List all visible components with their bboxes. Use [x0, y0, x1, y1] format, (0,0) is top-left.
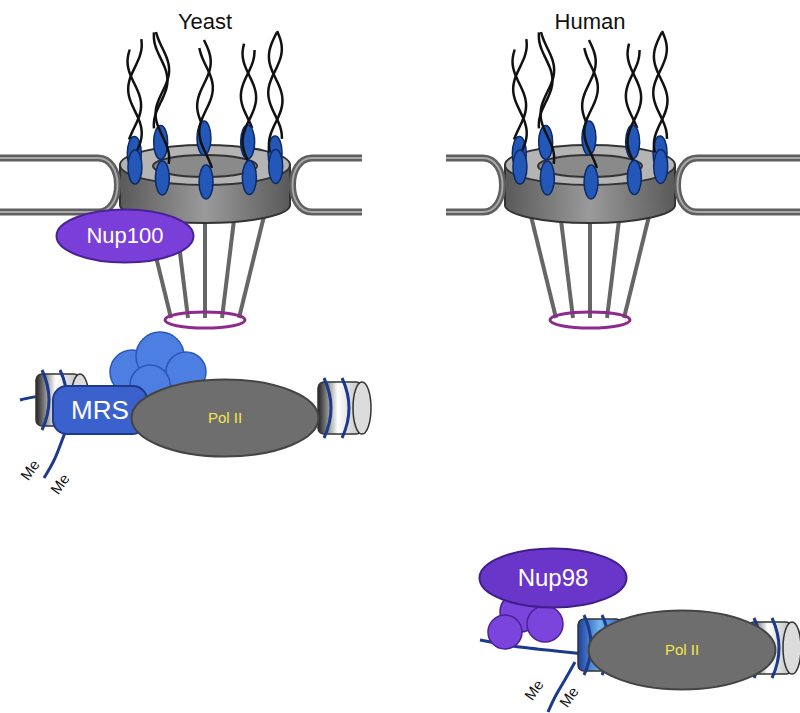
- basket-filament: [222, 212, 235, 318]
- basket-filament: [203, 212, 207, 318]
- node-label: Pol II: [665, 642, 699, 659]
- panel-title: Human: [555, 10, 626, 34]
- node-label: Nup98: [518, 565, 589, 591]
- nup98-partner: [527, 606, 563, 642]
- nuclear-envelope: [446, 158, 503, 212]
- nuclear-pore-complex: [120, 31, 290, 328]
- panel-title: Yeast: [178, 10, 232, 34]
- fg-filament: [654, 33, 668, 153]
- nuclear-envelope: [0, 158, 118, 212]
- fg-filament: [243, 44, 257, 164]
- nuclear-envelope-highlight: [293, 158, 363, 212]
- methyl-mark: Me: [521, 677, 546, 704]
- methyl-mark: Me: [47, 471, 72, 498]
- cytoplasmic-nup: [242, 161, 256, 195]
- pol-ii-enzyme: Pol II: [587, 609, 777, 691]
- fg-filament: [584, 48, 598, 168]
- cytoplasmic-nup: [654, 150, 668, 184]
- cytoplasmic-nup: [199, 165, 213, 199]
- nuclear-envelope: [293, 158, 363, 212]
- cytoplasmic-nup: [513, 150, 527, 184]
- fg-filament: [513, 39, 527, 153]
- node-label: Pol II: [208, 410, 242, 427]
- cytoplasmic-nup: [155, 161, 169, 195]
- nuclear-envelope: [678, 158, 800, 212]
- nuclear-envelope-highlight: [678, 158, 800, 212]
- distal-ring: [165, 312, 245, 328]
- cytoplasmic-nup: [584, 165, 598, 199]
- cytoplasmic-nup: [269, 150, 283, 184]
- nuclear-envelope-highlight: [446, 158, 503, 212]
- basket-filament: [239, 212, 265, 318]
- fg-filament: [541, 32, 555, 164]
- distal-ring: [550, 312, 630, 328]
- cytoplasmic-nup: [627, 161, 641, 195]
- nup98-protein: Nup98: [478, 547, 628, 609]
- basket-filament: [588, 212, 592, 318]
- fg-filament: [128, 39, 142, 153]
- fg-filament: [156, 32, 170, 164]
- node-label: Nup100: [86, 224, 163, 248]
- basket-filament: [560, 212, 573, 318]
- cytoplasmic-nup: [128, 150, 142, 184]
- pol-ii-enzyme: Pol II: [130, 378, 320, 458]
- node-label: MRS: [71, 396, 129, 425]
- basket-filament: [607, 212, 620, 318]
- nucleosome: [318, 378, 371, 438]
- nup98-partner: [488, 615, 522, 649]
- fg-filament: [628, 44, 642, 164]
- nuclear-pore-complex: [505, 31, 675, 328]
- fg-filament: [269, 33, 283, 153]
- nuclear-envelope-highlight: [0, 158, 118, 212]
- cytoplasmic-nup: [540, 161, 554, 195]
- methyl-mark: Me: [17, 457, 42, 484]
- nup100-protein: Nup100: [55, 208, 195, 264]
- fg-filament: [199, 48, 213, 168]
- basket-filament: [624, 212, 650, 318]
- basket-filament: [530, 212, 556, 318]
